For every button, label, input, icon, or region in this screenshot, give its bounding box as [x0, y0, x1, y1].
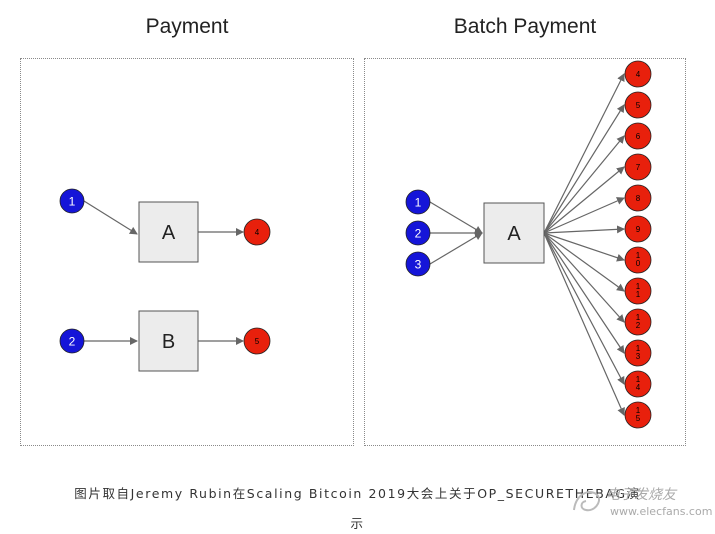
batch-input-1-label: 1	[415, 195, 422, 209]
batch-output-12-label-1: 2	[636, 321, 641, 330]
batch-output-13-circle	[624, 339, 652, 367]
payment-input-2-label: 2	[69, 334, 76, 348]
batch-box-A-label: A	[507, 223, 521, 245]
batch-output-8: 8	[624, 184, 652, 212]
batch-output-15: 15	[624, 401, 652, 429]
batch-output-14: 14	[624, 370, 652, 398]
batch-output-9: 9	[624, 215, 652, 243]
payment-box-B-rect	[138, 310, 199, 372]
batch-output-12-circle	[624, 308, 652, 336]
batch-input-1: 1	[405, 189, 431, 215]
payment-input-2: 2	[59, 328, 85, 354]
payment-box-A: A	[138, 201, 199, 263]
payment-title: Payment	[145, 15, 229, 38]
batch-edge-out-8	[543, 232, 625, 323]
batch-output-11: 11	[624, 277, 652, 305]
batch-input-1-circle	[405, 189, 431, 215]
batch-output-10-label-1: 0	[636, 259, 641, 268]
batch-edge-out-7	[543, 232, 625, 292]
batch-output-13-label-1: 3	[636, 352, 641, 361]
payment-input-1-label: 1	[69, 194, 76, 208]
batch-output-8-circle	[624, 184, 652, 212]
batch-output-14-circle	[624, 370, 652, 398]
batch-output-4: 4	[624, 60, 652, 88]
batch-box-A: A	[483, 202, 545, 264]
payment-output-4: 4	[243, 218, 271, 246]
batch-edge-in-0	[429, 201, 483, 234]
caption-line-2: 示	[350, 516, 365, 531]
batch-output-12-label-0: 1	[636, 313, 641, 322]
watermark-url: www.elecfans.com	[610, 505, 713, 518]
batch-edge-out-1	[543, 104, 625, 234]
batch-output-11-circle	[624, 277, 652, 305]
batch-output-13-label-0: 1	[636, 344, 641, 353]
payment-output-5: 5	[243, 327, 271, 355]
payment-panel	[20, 58, 354, 446]
watermark: 电子发烧友 www.elecfans.com	[566, 480, 715, 526]
batch-output-8-label: 8	[636, 194, 641, 203]
batch-input-3-circle	[405, 251, 431, 277]
batch-edge-out-2	[543, 135, 625, 234]
batch-edge-out-4	[543, 197, 625, 234]
batch-edge-out-9	[543, 232, 625, 354]
batch-payment-title: Batch Payment	[453, 15, 597, 38]
batch-box-A-rect	[483, 202, 545, 264]
batch-output-10-circle	[624, 246, 652, 274]
batch-edge-out-11	[543, 232, 625, 416]
watermark-text: 电子发烧友	[606, 487, 676, 503]
payment-input-2-circle	[59, 328, 85, 354]
batch-output-9-circle	[624, 215, 652, 243]
watermark-logo-icon	[573, 491, 600, 512]
payment-output-4-circle	[243, 218, 271, 246]
batch-input-3-label: 3	[415, 257, 422, 271]
caption-line-1: 图片取自Jeremy Rubin在Scaling Bitcoin 2019大会上…	[74, 486, 641, 501]
batch-output-7: 7	[624, 153, 652, 181]
payment-input-1: 1	[59, 188, 85, 214]
batch-output-5-label: 5	[636, 101, 641, 110]
payment-box-A-rect	[138, 201, 199, 263]
batch-output-4-label: 4	[636, 70, 641, 79]
batch-payment-panel	[364, 58, 686, 446]
batch-input-2-circle	[405, 220, 431, 246]
batch-input-3: 3	[405, 251, 431, 277]
batch-output-11-label-1: 1	[636, 290, 641, 299]
batch-output-13: 13	[624, 339, 652, 367]
batch-output-14-label-1: 4	[636, 383, 641, 392]
batch-edge-in-2	[429, 232, 483, 265]
batch-output-10-label-0: 1	[636, 251, 641, 260]
batch-output-7-label: 7	[636, 163, 641, 172]
batch-output-10: 10	[624, 246, 652, 274]
batch-output-11-label-0: 1	[636, 282, 641, 291]
batch-edge-out-6	[543, 232, 625, 262]
payment-output-5-circle	[243, 327, 271, 355]
batch-output-12: 12	[624, 308, 652, 336]
batch-output-4-circle	[624, 60, 652, 88]
batch-output-15-label-1: 5	[636, 414, 641, 423]
batch-output-14-label-0: 1	[636, 375, 641, 384]
payment-box-A-label: A	[162, 222, 176, 244]
batch-output-6-label: 6	[636, 132, 641, 141]
batch-output-5: 5	[624, 91, 652, 119]
batch-edge-out-0	[543, 73, 625, 234]
payment-edge-in-0	[83, 200, 138, 235]
batch-output-6-circle	[624, 122, 652, 150]
payment-input-1-circle	[59, 188, 85, 214]
batch-output-15-circle	[624, 401, 652, 429]
batch-input-2: 2	[405, 220, 431, 246]
batch-edge-out-10	[543, 232, 625, 385]
payment-output-4-label: 4	[255, 228, 260, 237]
batch-output-5-circle	[624, 91, 652, 119]
batch-edge-out-3	[543, 166, 625, 234]
payment-box-B: B	[138, 310, 199, 372]
batch-output-15-label-0: 1	[636, 406, 641, 415]
batch-output-7-circle	[624, 153, 652, 181]
payment-output-5-label: 5	[255, 337, 260, 346]
batch-output-6: 6	[624, 122, 652, 150]
batch-edge-out-5	[543, 225, 625, 234]
batch-output-9-label: 9	[636, 225, 641, 234]
batch-input-2-label: 2	[415, 226, 422, 240]
payment-box-B-label: B	[162, 331, 175, 353]
